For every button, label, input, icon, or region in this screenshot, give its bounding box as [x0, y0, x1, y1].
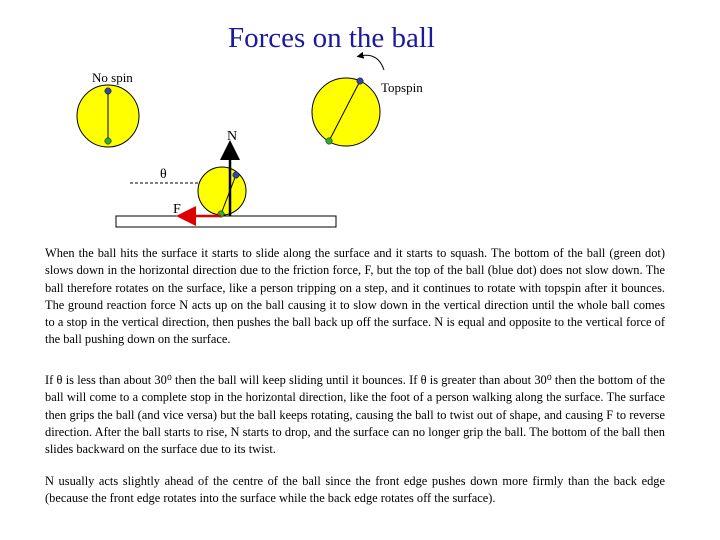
topspin-ball	[311, 51, 385, 147]
paragraph-1: When the ball hits the surface it starts…	[45, 246, 665, 347]
blue-dot	[356, 77, 364, 85]
blue-dot	[104, 87, 112, 95]
label-topspin: Topspin	[381, 80, 423, 95]
green-dot	[104, 137, 112, 145]
topspin-arrow	[356, 51, 385, 71]
label-friction-force: F	[173, 202, 181, 217]
label-theta: θ	[160, 167, 167, 182]
forces-diagram	[76, 51, 385, 228]
impact-ball	[197, 166, 247, 218]
ground-surface	[115, 215, 337, 228]
label-no-spin: No spin	[92, 70, 133, 85]
page-title: Forces on the ball	[228, 22, 435, 54]
paragraph-2: If θ is less than about 30⁰ then the bal…	[45, 373, 665, 457]
label-normal-force: N	[227, 129, 238, 144]
paragraph-3: N usually acts slightly ahead of the cen…	[45, 474, 665, 506]
blue-dot	[232, 171, 240, 179]
green-dot	[325, 137, 333, 145]
no-spin-ball	[76, 84, 140, 148]
